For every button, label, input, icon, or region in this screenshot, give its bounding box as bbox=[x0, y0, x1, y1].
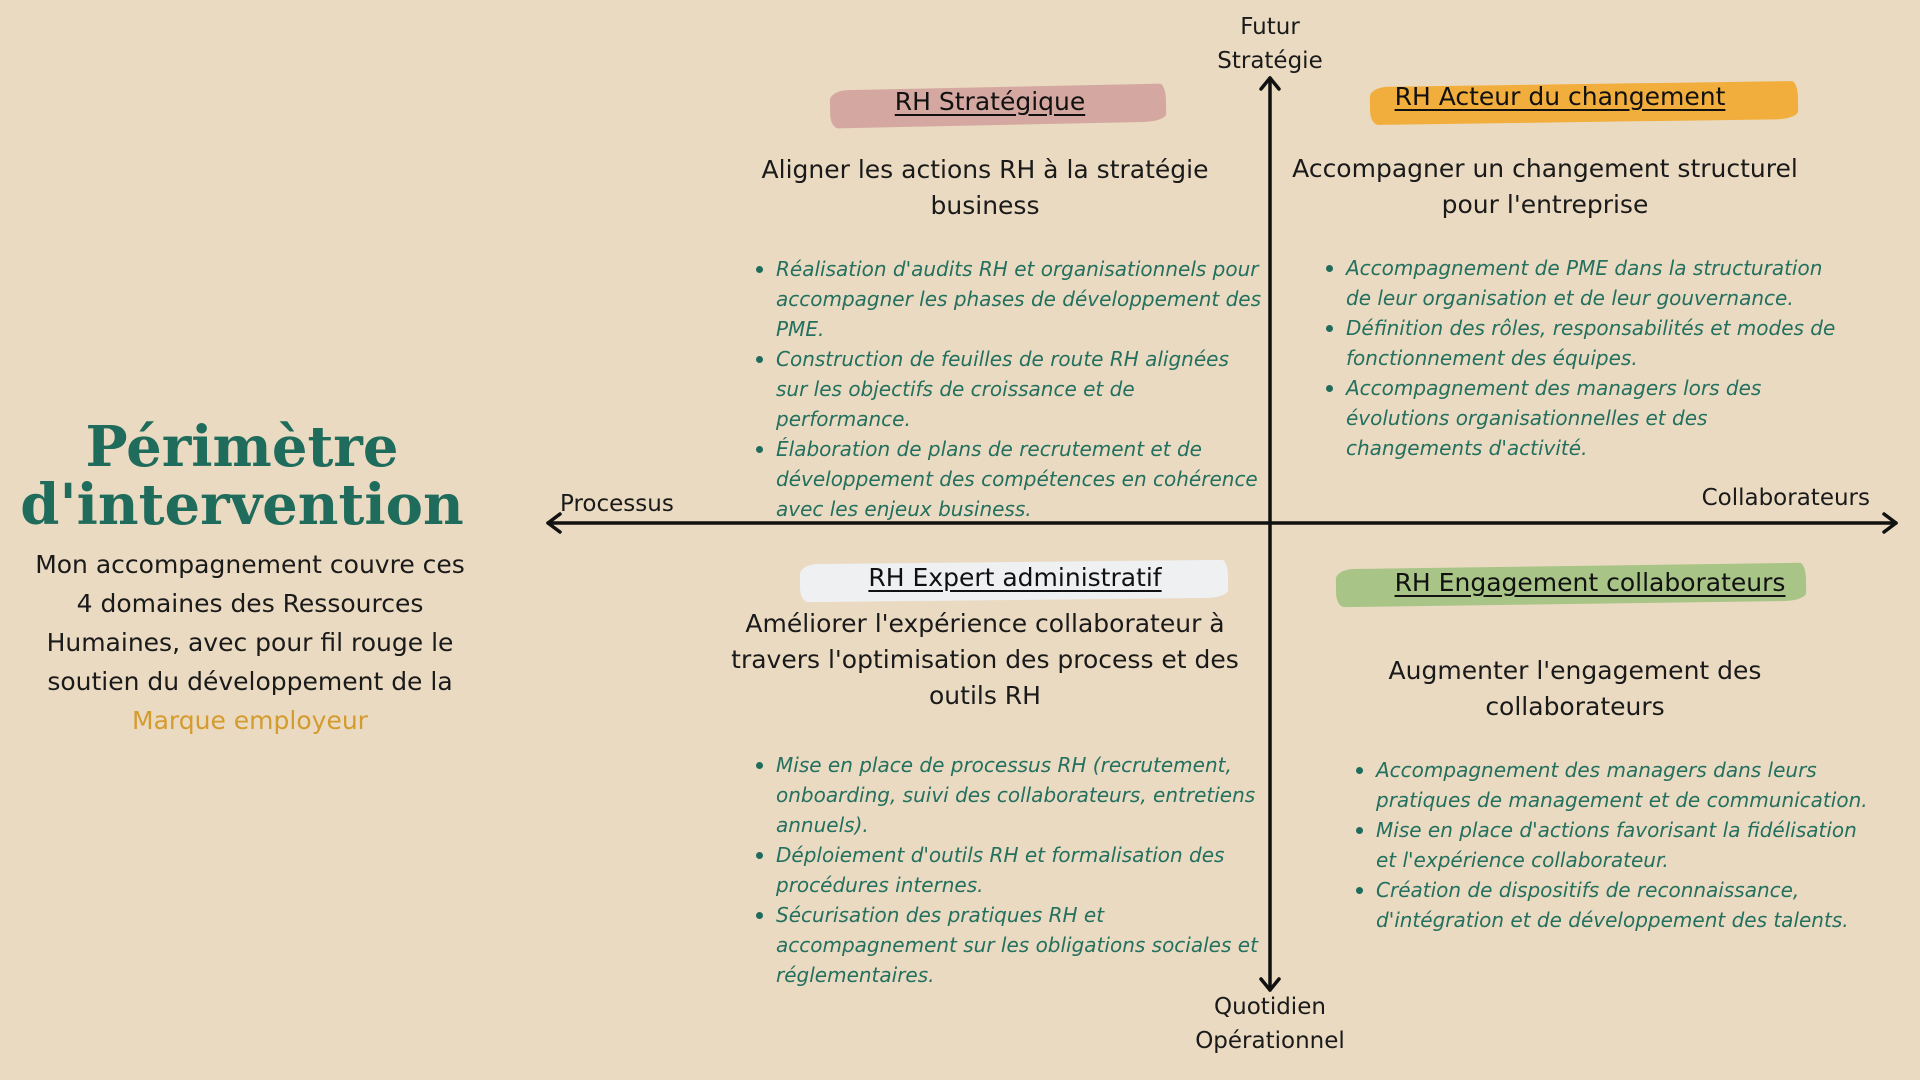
bullet-point: Déploiement d'outils RH et formalisation… bbox=[756, 840, 1276, 900]
bullet-point: Élaboration de plans de recrutement et d… bbox=[756, 434, 1266, 524]
left-arrowhead bbox=[546, 512, 562, 534]
quadrant-rh-acteur-du-changement: RH Acteur du changement Accompagner un c… bbox=[1290, 78, 1850, 463]
quadrant-points: Accompagnement de PME dans la structurat… bbox=[1322, 253, 1846, 463]
bullet-point: Réalisation d'audits RH et organisationn… bbox=[756, 254, 1266, 344]
axis-label-bottom: Quotidien Opérationnel bbox=[1170, 990, 1370, 1058]
quadrant-heading: RH Acteur du changement bbox=[1394, 82, 1726, 111]
quadrant-rh-engagement-collaborateurs: RH Engagement collaborateurs Augmenter l… bbox=[1320, 562, 1868, 935]
bullet-point: Sécurisation des pratiques RH et accompa… bbox=[756, 900, 1276, 990]
bullet-point: Accompagnement des managers dans leurs p… bbox=[1356, 755, 1876, 815]
bullet-point: Construction de feuilles de route RH ali… bbox=[756, 344, 1266, 434]
axis-bottom-line-1: Quotidien bbox=[1214, 994, 1326, 1020]
quadrant-heading: RH Expert administratif bbox=[868, 563, 1162, 592]
quadrant-subtitle: Aligner les actions RH à la stratégie bu… bbox=[761, 155, 1209, 220]
quadrant-points: Réalisation d'audits RH et organisationn… bbox=[752, 254, 1266, 524]
quadrant-subtitle: Augmenter l'engagement des collaborateur… bbox=[1388, 656, 1762, 721]
quadrant-heading: RH Engagement collaborateurs bbox=[1394, 568, 1786, 597]
intro-body: Mon accompagnement couvre ces 4 domaines… bbox=[35, 550, 465, 696]
axis-top-line-2: Stratégie bbox=[1217, 48, 1323, 74]
bullet-point: Définition des rôles, responsabilités et… bbox=[1326, 313, 1846, 373]
axis-label-left: Processus bbox=[560, 491, 674, 517]
bullet-point: Accompagnement de PME dans la structurat… bbox=[1326, 253, 1846, 313]
axis-top-line-1: Futur bbox=[1240, 14, 1300, 40]
quadrant-subtitle: Améliorer l'expérience collaborateur à t… bbox=[731, 609, 1239, 710]
quadrant-subtitle: Accompagner un changement structurel pou… bbox=[1292, 154, 1798, 219]
intro-highlight: Marque employeur bbox=[132, 706, 368, 735]
quadrant-rh-strategique: RH Stratégique Aligner les actions RH à … bbox=[720, 82, 1261, 524]
right-arrowhead bbox=[1882, 512, 1898, 534]
quadrant-rh-expert-administratif: RH Expert administratif Améliorer l'expé… bbox=[720, 559, 1258, 990]
title-line-2: d'intervention bbox=[20, 472, 464, 538]
page-title: Périmètre d'intervention bbox=[0, 418, 484, 534]
quadrant-points: Mise en place de processus RH (recruteme… bbox=[752, 750, 1276, 990]
bullet-point: Création de dispositifs de reconnaissanc… bbox=[1356, 875, 1876, 935]
bullet-point: Mise en place d'actions favorisant la fi… bbox=[1356, 815, 1876, 875]
title-line-1: Périmètre bbox=[85, 414, 399, 480]
quadrant-heading: RH Stratégique bbox=[894, 87, 1086, 116]
axis-label-right: Collaborateurs bbox=[1701, 485, 1870, 511]
intro-text: Mon accompagnement couvre ces 4 domaines… bbox=[30, 545, 470, 740]
axis-bottom-line-2: Opérationnel bbox=[1195, 1028, 1345, 1054]
axis-label-top: Futur Stratégie bbox=[1170, 10, 1370, 78]
bullet-point: Accompagnement des managers lors des évo… bbox=[1326, 373, 1846, 463]
bullet-point: Mise en place de processus RH (recruteme… bbox=[756, 750, 1276, 840]
quadrant-points: Accompagnement des managers dans leurs p… bbox=[1352, 755, 1876, 935]
